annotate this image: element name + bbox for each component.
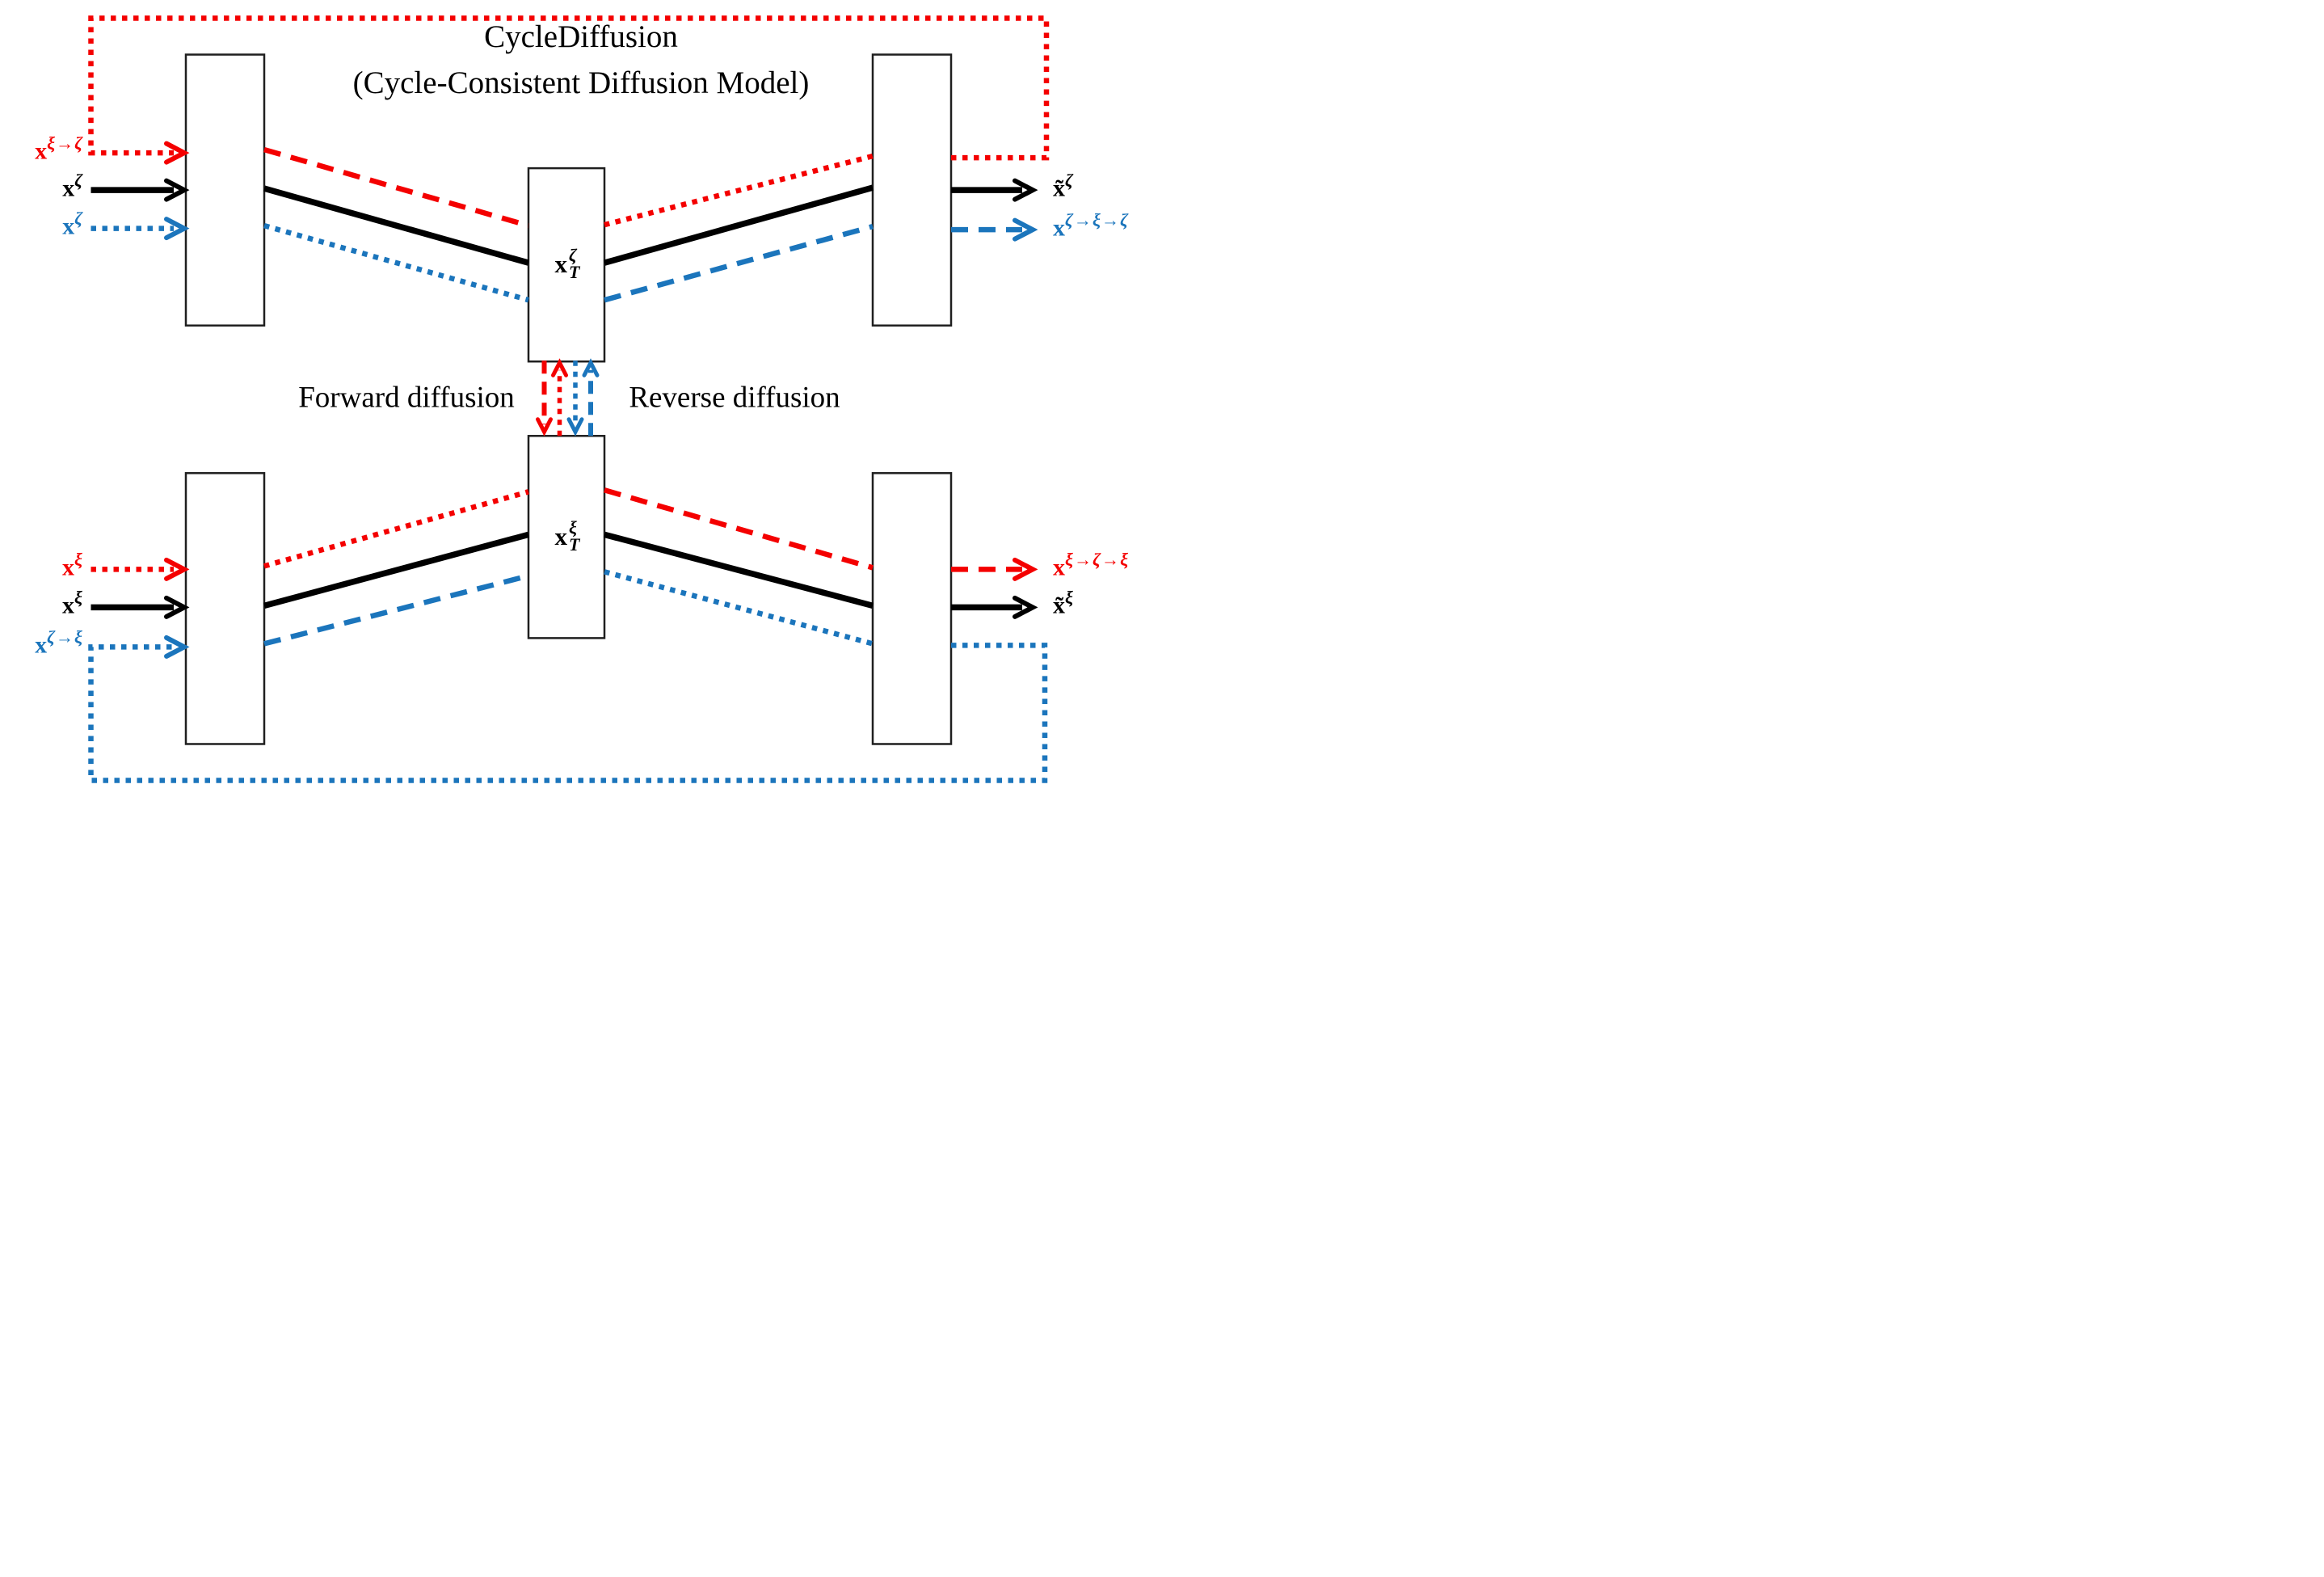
latent-base: x	[554, 250, 568, 279]
black-decode-top	[603, 184, 874, 266]
label-sup: ζ	[74, 170, 83, 191]
label-sup: ξ	[74, 587, 83, 608]
decoder-box-top-right	[871, 53, 953, 327]
figure-title-line1: CycleDiffusion	[484, 19, 678, 54]
label-x-xi-to-zeta: xξ→ζ	[35, 134, 83, 165]
label-xtilde-zeta: x̃ζ	[1053, 171, 1074, 202]
label-sup: ζ	[74, 208, 83, 229]
latent-box-top-center	[527, 167, 606, 363]
diagram-lines	[88, 15, 1050, 783]
label-sup: ζ	[1065, 170, 1074, 191]
label-base: x	[62, 554, 75, 581]
red-dashed-encode-top	[263, 146, 529, 229]
label-x-xi-red: xξ	[62, 550, 83, 581]
label-sup: ζ→ξ	[47, 626, 83, 647]
latent-sup: ξ	[569, 517, 577, 538]
red-dotted-cycle-loop-top	[88, 15, 1050, 165]
label-base: x	[35, 631, 48, 659]
blue-dotted-cycle-loop-bottom	[88, 635, 1048, 783]
label-sup: ξ	[1065, 587, 1074, 608]
blue-dashed-encode-bottom	[263, 573, 529, 647]
label-x-zeta-to-xi: xζ→ξ	[35, 628, 83, 659]
label-sup: ξ→ζ→ξ	[1065, 549, 1130, 570]
label-x-xi-zeta-xi: xξ→ζ→ξ	[1053, 550, 1129, 581]
reverse-diffusion-label: Reverse diffusion	[629, 381, 840, 415]
label-base: x̃	[1053, 175, 1065, 202]
blue-dotted-decode-bottom	[604, 569, 874, 647]
red-dotted-encode-bottom	[263, 489, 529, 569]
label-base: x	[62, 175, 75, 202]
label-sup: ξ	[74, 549, 83, 570]
label-base: x	[35, 137, 48, 165]
latent-base: x	[554, 522, 568, 551]
cyclediffusion-figure: CycleDiffusion (Cycle-Consistent Diffusi…	[0, 0, 1162, 789]
black-encode-bottom	[263, 531, 529, 609]
label-x-zeta-black-top: xζ	[62, 171, 83, 202]
label-base: x	[1053, 554, 1065, 581]
label-base: x	[62, 592, 75, 619]
red-dashed-decode-bottom	[604, 487, 874, 571]
latent-sub: T	[569, 534, 580, 554]
figure-title-line2: (Cycle-Consistent Diffusion Model)	[352, 65, 810, 100]
label-xtilde-xi: x̃ξ	[1053, 588, 1074, 619]
label-sup: ζ→ξ→ζ	[1065, 209, 1129, 230]
label-x-xi-black: xξ	[62, 588, 83, 619]
blue-dotted-encode-top	[263, 223, 529, 303]
black-decode-bottom	[604, 531, 874, 609]
decoder-box-bottom-right	[871, 472, 953, 745]
encoder-box-top-left	[184, 53, 266, 327]
forward-diffusion-label: Forward diffusion	[298, 381, 515, 415]
label-x-zeta-blue-top: xζ	[62, 209, 83, 240]
label-base: x̃	[1053, 592, 1065, 619]
latent-sup: ζ	[569, 245, 577, 266]
red-dotted-decode-top	[604, 153, 874, 228]
label-sup: ξ→ζ	[47, 133, 83, 154]
label-base: x	[1053, 214, 1065, 242]
black-encode-top	[263, 185, 530, 266]
latent-sub: T	[569, 262, 580, 282]
label-base: x	[62, 213, 75, 240]
label-x-zeta-xi-zeta: xζ→ξ→ζ	[1053, 211, 1129, 242]
encoder-box-bottom-left	[184, 472, 266, 745]
blue-dashed-decode-top	[604, 224, 874, 303]
